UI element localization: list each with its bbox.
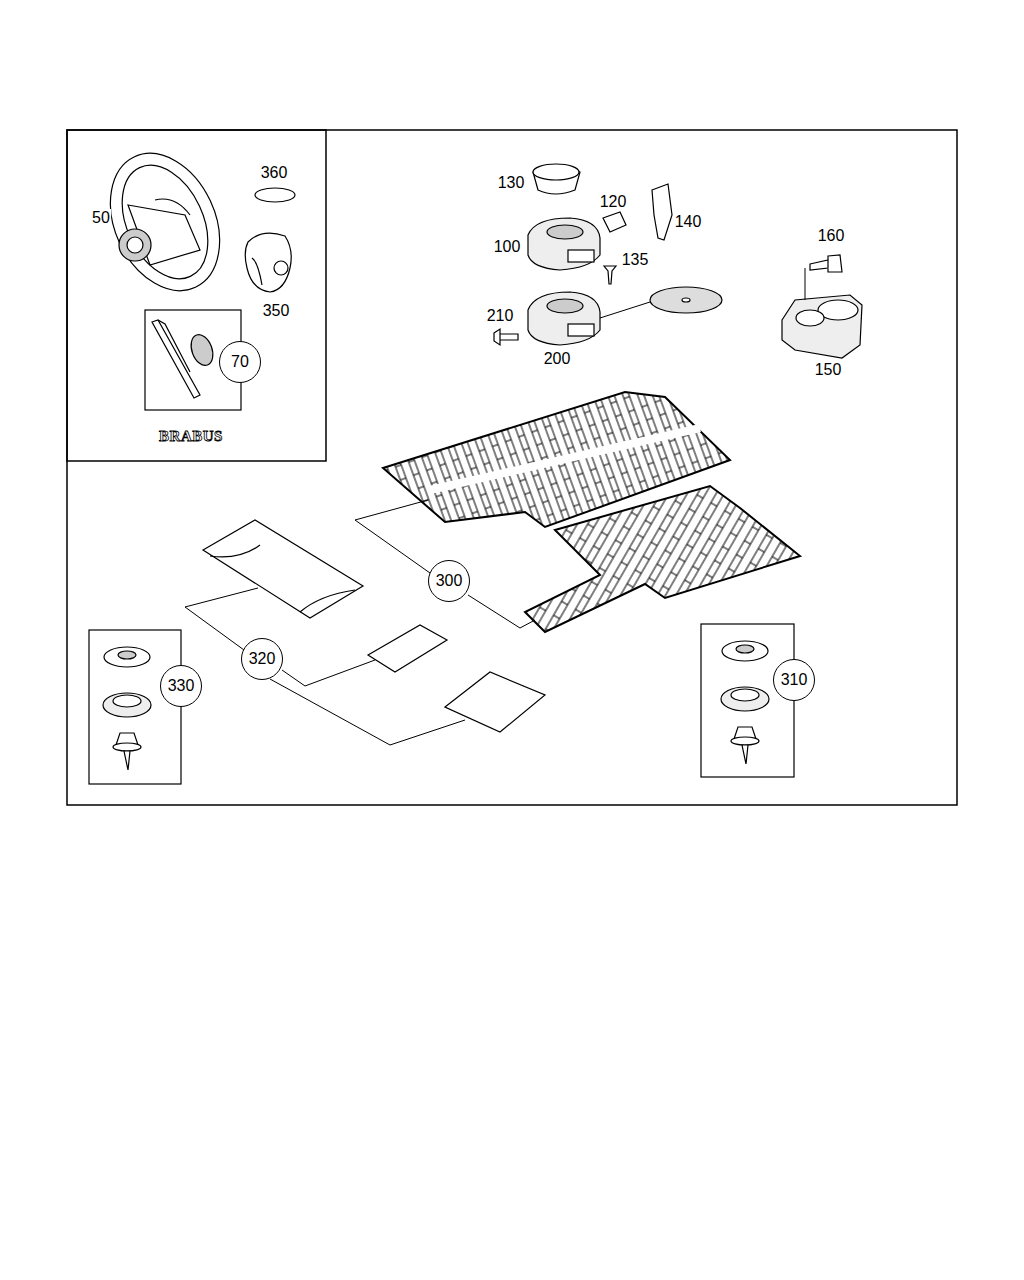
bolt <box>810 255 842 272</box>
callout-number: 150 <box>814 361 843 379</box>
brand-logo: BRABUS <box>158 428 224 445</box>
callout-number: 50 <box>91 209 111 227</box>
cup-holder-bracket <box>782 295 862 358</box>
detail-frame <box>89 630 181 784</box>
cup-holder-insert <box>533 164 580 194</box>
callout-number: 360 <box>260 164 289 182</box>
callout-number: 100 <box>493 238 522 256</box>
callout-number: 330 <box>168 677 195 695</box>
fastener-set <box>103 647 151 770</box>
lighter <box>652 184 672 240</box>
leader-lines <box>185 268 805 745</box>
emblem <box>255 188 295 202</box>
callout-number: 200 <box>543 350 572 368</box>
inset-frame <box>67 130 326 461</box>
floor-tray <box>445 672 545 732</box>
callout-number: 210 <box>486 307 515 325</box>
callout-circle: 330 <box>160 665 202 707</box>
callout-number: 300 <box>436 572 463 590</box>
callout-number: 120 <box>599 193 628 211</box>
callout-number: 320 <box>249 650 276 668</box>
disc-hole <box>682 298 690 302</box>
callout-number: 140 <box>674 213 703 231</box>
floor-tray <box>203 520 363 618</box>
outer-frame <box>67 130 957 805</box>
disc <box>650 287 722 313</box>
callout-circle: 70 <box>219 341 261 383</box>
plug <box>603 212 626 232</box>
steering-wheel <box>89 136 240 309</box>
callout-circle: 320 <box>241 638 283 680</box>
callout-number: 135 <box>621 251 650 269</box>
detail-frame <box>701 624 794 777</box>
gear-knob <box>245 233 291 292</box>
callout-circle: 310 <box>773 659 815 701</box>
callout-number: 130 <box>497 174 526 192</box>
floor-mat <box>525 486 800 632</box>
holder-housing <box>528 292 600 345</box>
screw <box>604 266 616 284</box>
floor-tray <box>368 625 447 672</box>
callout-number: 350 <box>262 302 291 320</box>
screw <box>494 329 518 345</box>
fastener-set <box>721 641 769 764</box>
trim-strip <box>152 320 217 398</box>
callout-number: 160 <box>817 227 846 245</box>
callout-number: 70 <box>231 353 249 371</box>
callout-number: 310 <box>781 671 808 689</box>
holder-housing <box>528 218 600 270</box>
callout-circle: 300 <box>428 560 470 602</box>
